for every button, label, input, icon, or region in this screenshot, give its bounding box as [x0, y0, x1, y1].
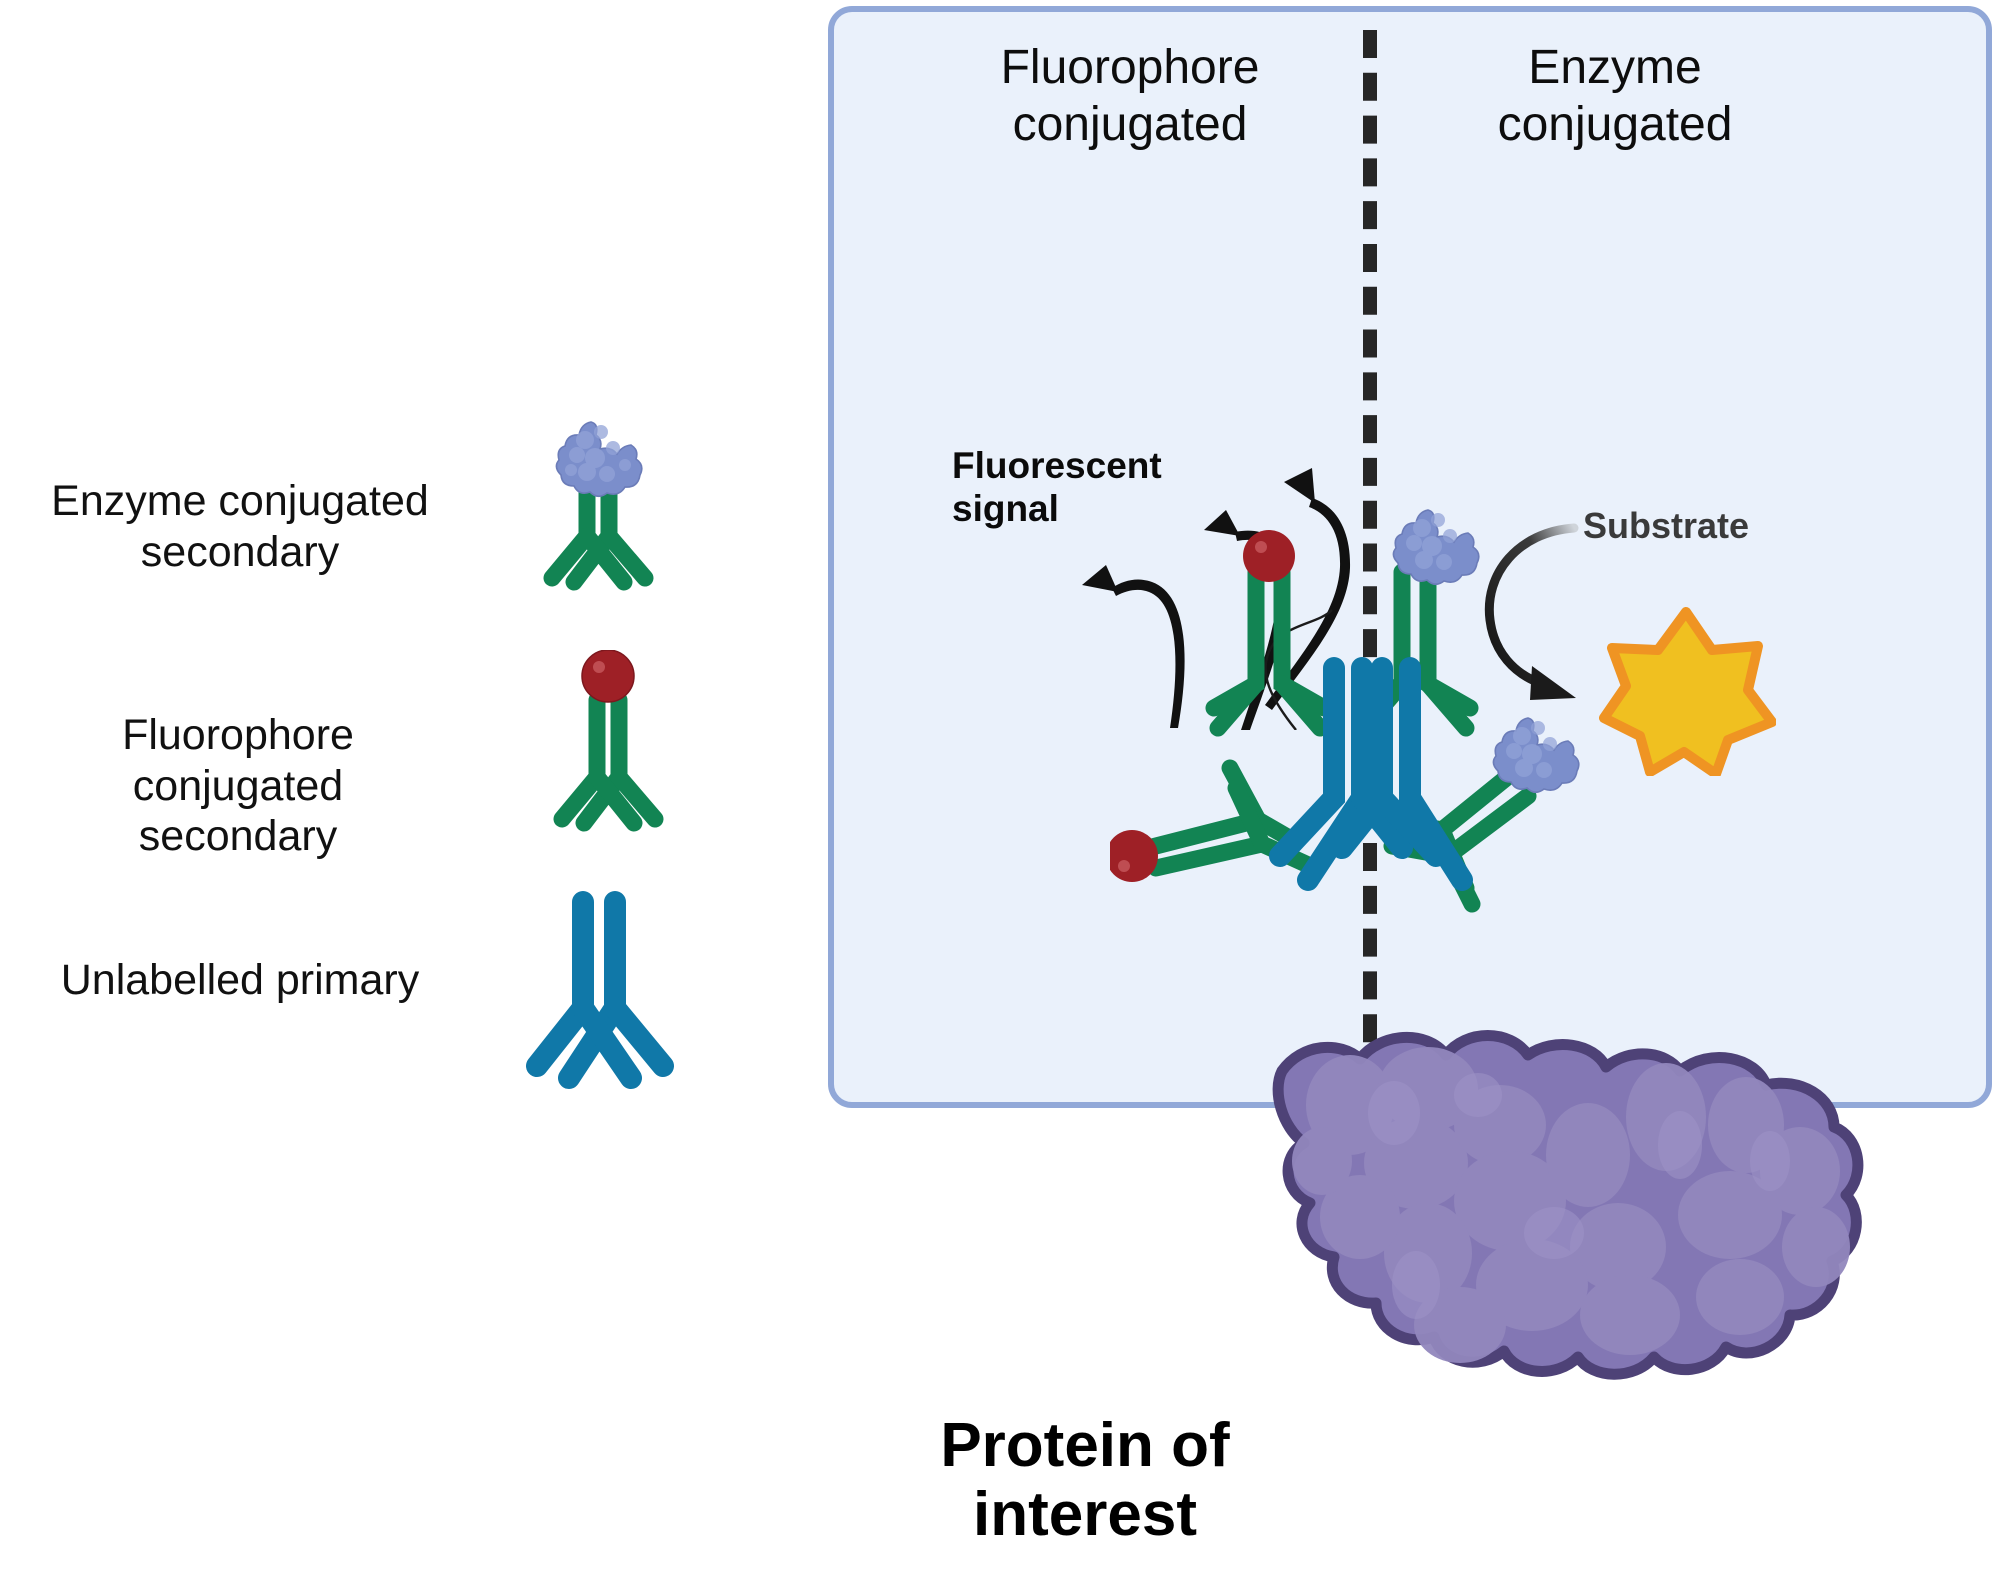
fluorescent-signal-label: Fluorescent signal: [952, 445, 1162, 529]
legend-icon-unlabelled-primary-antibody: [505, 880, 715, 1100]
fluorophore-tag-icon-lower: [1110, 830, 1158, 882]
legend-icon-enzyme-conjugated-antibody: [525, 410, 695, 610]
secondary-antibody-fluorophore-upright: [1205, 563, 1333, 737]
protein-blob-highlights: [1368, 1073, 1790, 1319]
substrate-label: Substrate: [1583, 505, 1750, 546]
legend-label-unlabelled-primary: Unlabelled primary: [60, 956, 420, 1004]
panel-title-enzyme-conjugated: Enzyme conjugated: [1497, 41, 1733, 151]
panel-title-fluorophore-conjugated: Fluorophore conjugated: [1000, 41, 1260, 151]
enzyme-tag-icon-lower: [1492, 717, 1580, 794]
protein-of-interest-blob: [1210, 985, 1870, 1385]
substrate-product-star-icon: [1596, 606, 1776, 776]
legend-icon-fluorophore-conjugated-antibody: [540, 650, 680, 850]
primary-antibody-right: [1331, 657, 1473, 891]
legend-label-enzyme-conjugated-secondary: Enzyme conjugated secondary: [51, 477, 429, 576]
enzyme-tag-icon: [555, 421, 643, 498]
enzyme-tag-icon-upper: [1392, 509, 1480, 586]
legend-label-fluorophore-conjugated-secondary: Fluorophore conjugated secondary: [122, 711, 354, 861]
antibody-stack: [1110, 500, 1670, 1060]
fluorophore-tag-icon-upper: [1243, 530, 1295, 582]
fluorophore-tag-icon: [581, 650, 635, 703]
protein-of-interest-label: Protein of interest: [940, 1411, 1230, 1550]
secondary-antibody-fluorophore-tilted: [1139, 759, 1315, 877]
substrate-arrow: [1446, 516, 1666, 716]
